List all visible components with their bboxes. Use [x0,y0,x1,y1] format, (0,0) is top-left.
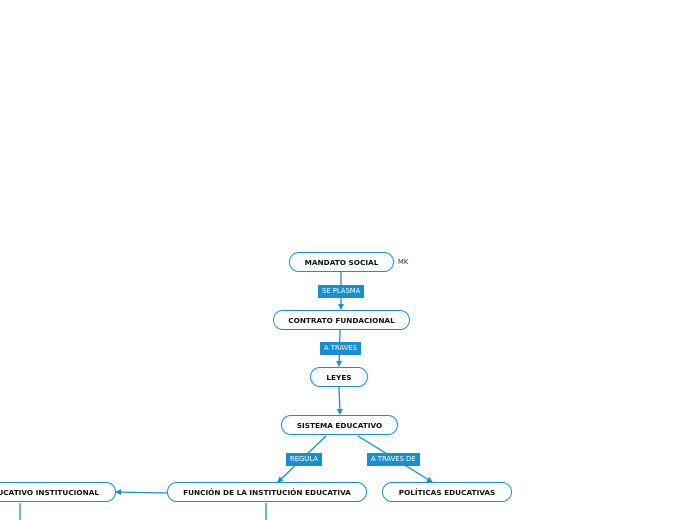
node-contrato-fundacional[interactable]: CONTRATO FUNDACIONAL [273,310,410,330]
link-label-a-traves-de: A TRAVES DE [367,453,420,466]
node-leyes[interactable]: LEYES [310,367,368,387]
node-proyecto-educativo-institucional[interactable]: UCATIVO INSTITUCIONAL [0,482,116,502]
annotation-mk: MK [398,258,409,266]
node-sistema-educativo[interactable]: SISTEMA EDUCATIVO [281,415,398,435]
link-label-regula: REGULA [286,453,322,466]
edge-leyes-sistema [336,386,343,415]
node-funcion-institucion[interactable]: FUNCIÓN DE LA INSTITUCIÓN EDUCATIVA [167,482,367,502]
edge-funcion-proyecto [115,489,168,496]
link-label-se-plasma: SE PLASMA [318,285,365,298]
link-label-a-traves: A TRAVES [320,342,361,355]
node-politicas-educativas[interactable]: POLÍTICAS EDUCATIVAS [382,482,512,502]
node-mandato-social[interactable]: MANDATO SOCIAL [289,252,394,272]
